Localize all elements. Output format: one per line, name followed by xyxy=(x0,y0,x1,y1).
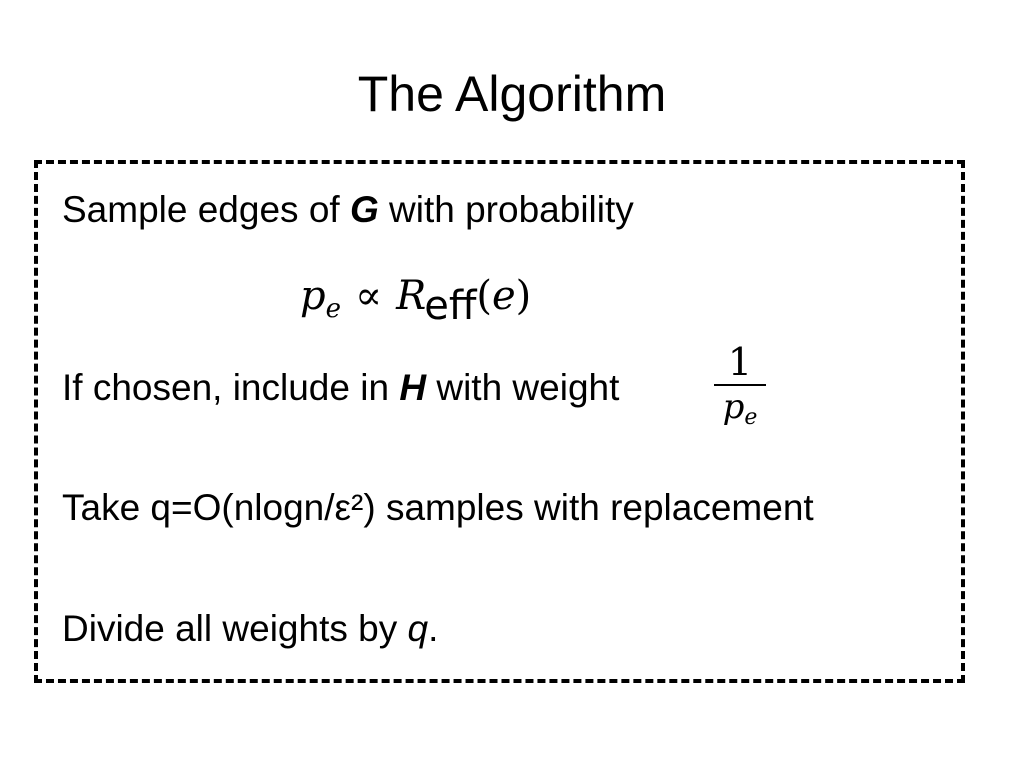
step-sample-text: Sample edges of xyxy=(62,189,350,230)
formula-r-subscript: eff xyxy=(424,283,477,329)
step-include-edge: If chosen, include in H with weight xyxy=(62,366,619,410)
algorithm-box xyxy=(34,160,965,683)
formula-r: R xyxy=(396,273,427,319)
slide-title: The Algorithm xyxy=(357,66,667,122)
formula-p: p xyxy=(300,273,326,319)
step-divide-period: . xyxy=(428,608,439,649)
step-sample-text-end: with probability xyxy=(378,189,634,230)
fraction-numerator: 1 xyxy=(727,340,753,384)
weight-fraction: 1 pe xyxy=(712,340,768,439)
step-take-samples: Take q=O(nlogn/ε²) samples with replacem… xyxy=(62,487,814,528)
graph-g-variable: G xyxy=(349,189,379,230)
step-include-text: If chosen, include in xyxy=(62,367,400,408)
graph-h-variable: H xyxy=(399,367,427,408)
formula-paren-close: ) xyxy=(515,273,532,319)
probability-formula: pe∝Reff(e) xyxy=(300,268,531,337)
q-variable: q xyxy=(407,608,429,649)
formula-proportional-symbol: ∝ xyxy=(355,273,383,319)
fraction-denominator-p: p xyxy=(722,387,745,427)
formula-e: e xyxy=(491,273,516,319)
formula-paren-open: ( xyxy=(476,273,492,319)
step-divide-text: Divide all weights by xyxy=(62,608,408,649)
fraction-bar xyxy=(714,384,766,386)
fraction-denominator-subscript: e xyxy=(744,405,758,430)
step-sample-edges: Sample edges of G with probability xyxy=(62,188,634,232)
formula-p-subscript: e xyxy=(325,294,341,324)
step-divide-weights: Divide all weights by q. xyxy=(62,607,438,651)
fraction-denominator: pe xyxy=(712,386,768,439)
step-include-text-end: with weight xyxy=(426,367,620,408)
